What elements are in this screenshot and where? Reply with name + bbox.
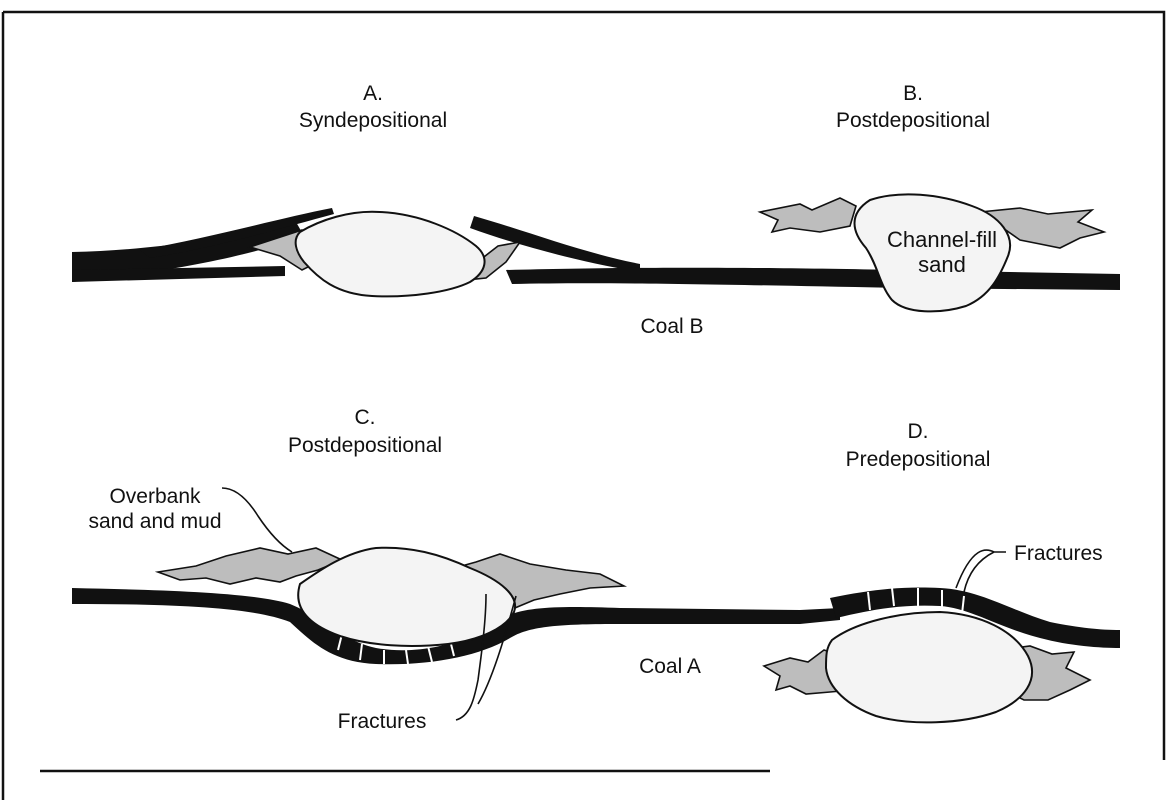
overbank-label-1: Overbank bbox=[109, 485, 201, 508]
panel-c-letter: C. bbox=[355, 406, 376, 429]
coal-a-label: Coal A bbox=[639, 655, 701, 678]
panel-c-title: Postdepositional bbox=[288, 434, 442, 457]
panel-a-sand-body bbox=[296, 212, 485, 297]
panel-b-letter: B. bbox=[903, 82, 923, 105]
coal-b-label: Coal B bbox=[640, 315, 703, 338]
overbank-label-2: sand and mud bbox=[88, 510, 221, 533]
panel-b-title: Postdepositional bbox=[836, 109, 990, 132]
leader-overbank bbox=[222, 488, 292, 552]
fractures-label-d: Fractures bbox=[1014, 542, 1103, 565]
leader-fractures-d-1 bbox=[964, 552, 1006, 592]
panel-a-letter: A. bbox=[363, 82, 383, 105]
panel-b-body-label-1: Channel-fill bbox=[887, 227, 997, 252]
panel-b-body-label-2: sand bbox=[918, 252, 966, 277]
fractures-label-c: Fractures bbox=[338, 710, 427, 733]
coal-b-seam-right bbox=[506, 268, 1120, 290]
panel-d-sand-body bbox=[826, 612, 1032, 722]
panel-a-title: Syndepositional bbox=[299, 109, 447, 132]
panel-d-letter: D. bbox=[908, 420, 929, 443]
panel-b-overbank-left bbox=[760, 198, 856, 232]
panel-d-title: Predepositional bbox=[846, 448, 991, 471]
